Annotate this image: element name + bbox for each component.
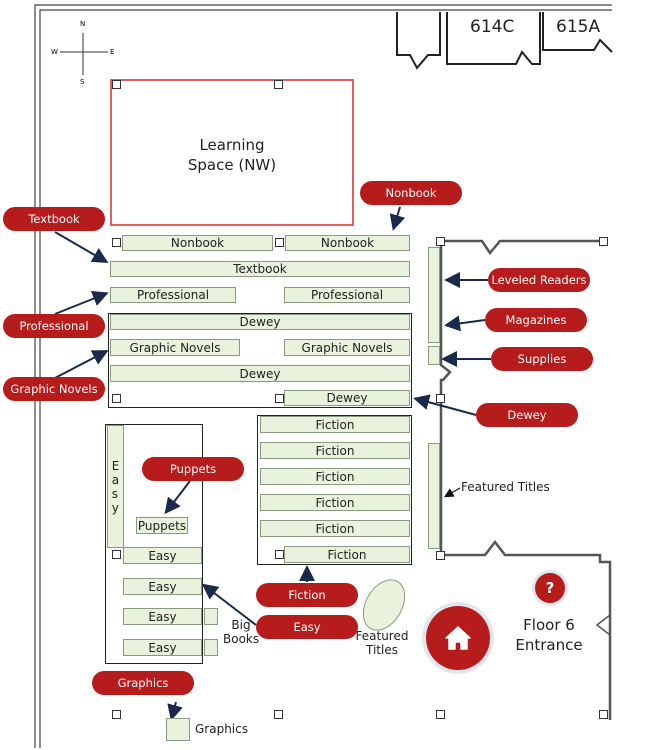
tag-dewey[interactable]: Dewey [476, 403, 578, 427]
shelf-featured-titles[interactable] [428, 443, 440, 549]
compass-w: W [51, 48, 58, 56]
column-marker [436, 394, 445, 403]
shelf-professional[interactable]: Professional [284, 287, 410, 303]
shelf-fiction[interactable]: Fiction [260, 416, 410, 433]
home-button[interactable] [426, 606, 490, 670]
column-marker [112, 710, 121, 719]
shelf-graphic-novels[interactable]: Graphic Novels [110, 339, 240, 356]
tag-puppets[interactable]: Puppets [142, 457, 244, 481]
home-icon [445, 626, 471, 650]
shelf-textbook[interactable]: Textbook [110, 261, 410, 277]
shelf-big-books[interactable] [204, 608, 218, 625]
fiction-section [257, 415, 412, 565]
tag-graphics[interactable]: Graphics [92, 671, 194, 695]
featured-titles-display [362, 579, 406, 631]
shelf-leveled-readers-magazines[interactable] [428, 247, 440, 343]
shelf-easy-vertical[interactable]: Easy [107, 425, 124, 548]
easy-section [105, 424, 203, 664]
tag-leveled-readers[interactable]: Leveled Readers [488, 268, 590, 292]
column-marker [112, 238, 121, 247]
arrows [54, 206, 491, 721]
dewey-section [108, 313, 412, 408]
shelf-supplies[interactable] [428, 346, 440, 365]
shelf-fiction[interactable]: Fiction [260, 468, 410, 485]
column-marker [436, 710, 445, 719]
question-icon[interactable]: ? [535, 573, 565, 603]
shelf-dewey[interactable]: Dewey [110, 314, 410, 330]
column-marker [112, 394, 121, 403]
tag-nonbook[interactable]: Nonbook [360, 181, 462, 205]
tag-fiction[interactable]: Fiction [256, 583, 358, 607]
learning-space[interactable] [110, 79, 354, 226]
shelf-professional[interactable]: Professional [110, 287, 236, 303]
room-615a: 615A [556, 17, 601, 37]
tag-supplies[interactable]: Supplies [491, 347, 593, 371]
shelf-graphic-novels[interactable]: Graphic Novels [284, 339, 410, 356]
column-marker [599, 237, 608, 246]
column-marker [599, 710, 608, 719]
shelf-easy[interactable]: Easy [123, 547, 202, 564]
shelf-dewey[interactable]: Dewey [284, 390, 410, 406]
tag-professional[interactable]: Professional [3, 314, 105, 338]
shelf-fiction[interactable]: Fiction [260, 442, 410, 459]
column-marker [112, 80, 121, 89]
shelf-fiction[interactable]: Fiction [260, 494, 410, 511]
shelf-dewey[interactable]: Dewey [110, 365, 410, 382]
column-marker [275, 238, 284, 247]
column-marker [436, 237, 445, 246]
shelf-fiction[interactable]: Fiction [284, 546, 410, 563]
column-marker [436, 551, 445, 560]
shelf-easy[interactable]: Easy [123, 639, 202, 656]
tag-magazines[interactable]: Magazines [485, 308, 587, 332]
shelf-fiction[interactable]: Fiction [260, 520, 410, 537]
column-marker [275, 550, 284, 559]
tag-easy[interactable]: Easy [256, 615, 358, 639]
shelf-nonbook[interactable]: Nonbook [122, 235, 273, 251]
featured-titles-wall-label: Featured Titles [461, 480, 550, 494]
column-marker [275, 394, 284, 403]
shelf-nonbook[interactable]: Nonbook [285, 235, 410, 251]
compass-n: N [80, 20, 86, 28]
tag-graphic-novels[interactable]: Graphic Novels [3, 377, 105, 401]
room-614c: 614C [470, 17, 515, 37]
tag-textbook[interactable]: Textbook [3, 207, 105, 231]
shelf-big-books[interactable] [204, 639, 218, 656]
compass-icon [60, 33, 108, 75]
column-marker [274, 80, 283, 89]
column-marker [274, 710, 283, 719]
compass-e: E [110, 48, 115, 56]
shelf-easy[interactable]: Easy [123, 608, 202, 625]
shelf-puppets[interactable]: Puppets [136, 517, 188, 534]
compass-s: S [80, 78, 85, 86]
shelf-easy[interactable]: Easy [123, 578, 202, 595]
graphics-station[interactable] [166, 718, 190, 741]
graphics-label: Graphics [195, 722, 248, 736]
column-marker [112, 550, 121, 559]
